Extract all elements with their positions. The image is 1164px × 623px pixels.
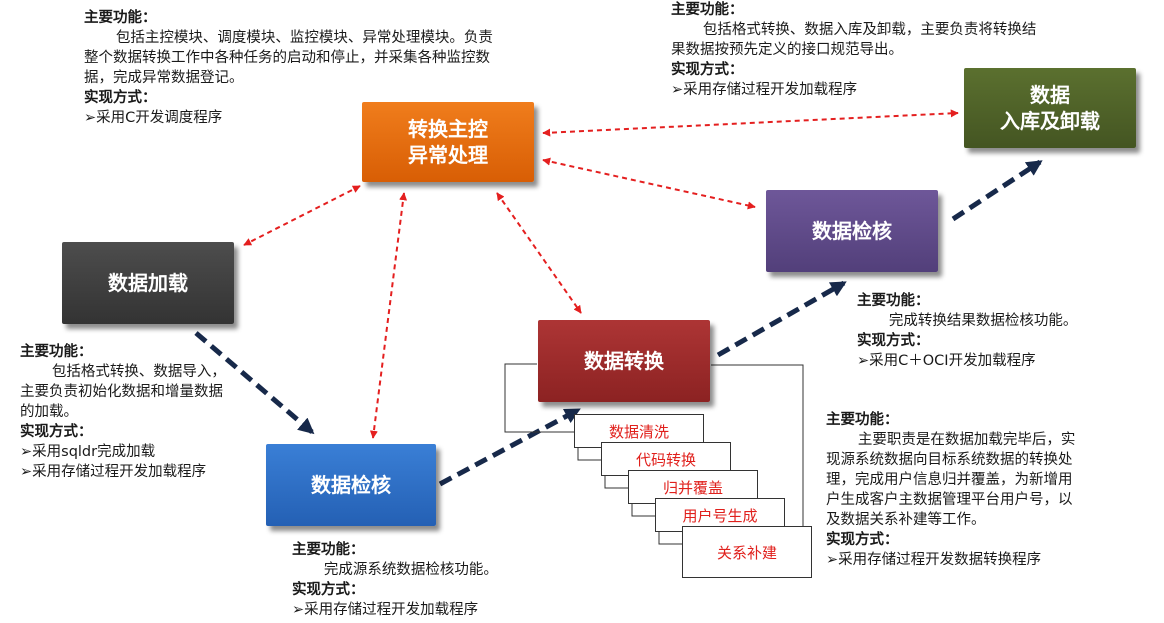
main-control-line1: 转换主控 (408, 117, 488, 141)
data-convert-box[interactable]: 数据转换 (538, 320, 710, 402)
desc-line: 完成源系统数据检核功能。 (323, 562, 498, 578)
result-check-description: 主要功能： 完成转换结果数据检核功能。 实现方式： ➢采用C＋OCI开发加载程序 (857, 291, 1147, 371)
load-unload-description: 主要功能： 包括格式转换、数据入库及卸载，主要负责将转换结 果数据按预先定义的接… (671, 0, 1131, 100)
desc-impl: ➢采用C＋OCI开发加载程序 (857, 353, 1036, 369)
result-check-label: 数据检核 (812, 219, 892, 243)
source-check-description: 主要功能： 完成源系统数据检核功能。 实现方式： ➢采用存储过程开发加载程序 (292, 540, 572, 620)
desc-impl-title: 实现方式： (292, 582, 365, 598)
desc-line: 整个数据转换工作中各种任务的启动和停止，并采集各种监控数 (84, 50, 490, 66)
source-check-label: 数据检核 (311, 473, 391, 497)
desc-line: 的加载。 (20, 404, 78, 420)
desc-line: 包括格式转换、数据导入， (51, 364, 226, 380)
link-control-to-source-check (369, 192, 408, 439)
desc-impl-title: 实现方式： (20, 424, 93, 440)
main-control-description: 主要功能： 包括主控模块、调度模块、监控模块、异常处理模块。负责 整个数据转换工… (84, 8, 584, 128)
link-control-to-convert (496, 192, 582, 314)
desc-line: 完成转换结果数据检核功能。 (888, 313, 1078, 329)
data-convert-description: 主要功能： 主要职责是在数据加载完毕后，实 现源系统数据向目标系统数据的转换处 … (826, 410, 1146, 570)
sub-step-relation-rebuild[interactable]: 关系补建 (682, 526, 812, 578)
desc-line: 现源系统数据向目标系统数据的转换处 (826, 452, 1073, 468)
data-convert-label: 数据转换 (584, 349, 664, 373)
desc-line: 包括格式转换、数据入库及卸载，主要负责将转换结 (702, 22, 1037, 38)
desc-line: 及数据关系补建等工作。 (826, 512, 986, 528)
desc-line: 主要职责是在数据加载完毕后，实 (857, 432, 1076, 448)
desc-title: 主要功能： (84, 10, 157, 26)
result-check-box[interactable]: 数据检核 (766, 190, 938, 272)
link-control-to-load (542, 109, 959, 137)
flow-convert-to-result-check (716, 280, 847, 358)
desc-title: 主要功能： (20, 344, 93, 360)
main-control-box[interactable]: 转换主控 异常处理 (362, 102, 534, 182)
desc-impl: ➢采用存储过程开发加载程序 (20, 464, 207, 480)
desc-impl-title: 实现方式： (671, 62, 744, 78)
source-check-box[interactable]: 数据检核 (266, 444, 436, 526)
link-control-to-result-check (542, 157, 756, 210)
desc-line: 据，完成异常数据登记。 (84, 70, 244, 86)
data-load-description: 主要功能： 包括格式转换、数据导入， 主要负责初始化数据和增量数据 的加载。 实… (20, 342, 270, 482)
desc-impl: ➢采用C开发调度程序 (84, 110, 223, 126)
data-load-label: 数据加载 (108, 271, 188, 295)
desc-title: 主要功能： (826, 412, 899, 428)
desc-line: 主要负责初始化数据和增量数据 (20, 384, 223, 400)
load-unload-box[interactable]: 数据 入库及卸载 (964, 68, 1136, 148)
desc-title: 主要功能： (671, 2, 744, 18)
desc-impl: ➢采用存储过程开发加载程序 (671, 82, 858, 98)
load-unload-line1: 数据 (1030, 83, 1070, 107)
desc-line: 理，完成用户信息归并覆盖，为新增用 (826, 472, 1073, 488)
desc-title: 主要功能： (857, 293, 930, 309)
desc-line: 果数据按预先定义的接口规范导出。 (671, 42, 903, 58)
link-control-to-data-load (243, 185, 361, 246)
desc-impl: ➢采用sqldr完成加载 (20, 444, 156, 460)
desc-line: 户生成客户主数据管理平台用户号，以 (826, 492, 1073, 508)
flow-source-check-to-convert (438, 407, 581, 487)
desc-line: 包括主控模块、调度模块、监控模块、异常处理模块。负责 (115, 30, 493, 46)
desc-impl-title: 实现方式： (84, 90, 157, 106)
flow-result-check-to-load (951, 159, 1043, 222)
data-load-box[interactable]: 数据加载 (62, 242, 234, 324)
desc-title: 主要功能： (292, 542, 365, 558)
load-unload-line2: 入库及卸载 (1000, 109, 1100, 133)
desc-impl-title: 实现方式： (857, 333, 930, 349)
desc-impl-title: 实现方式： (826, 532, 899, 548)
desc-impl: ➢采用存储过程开发加载程序 (292, 602, 479, 618)
flow-load-to-source-check (194, 331, 315, 435)
main-control-line2: 异常处理 (408, 143, 488, 167)
desc-impl: ➢采用存储过程开发数据转换程序 (826, 552, 1042, 568)
